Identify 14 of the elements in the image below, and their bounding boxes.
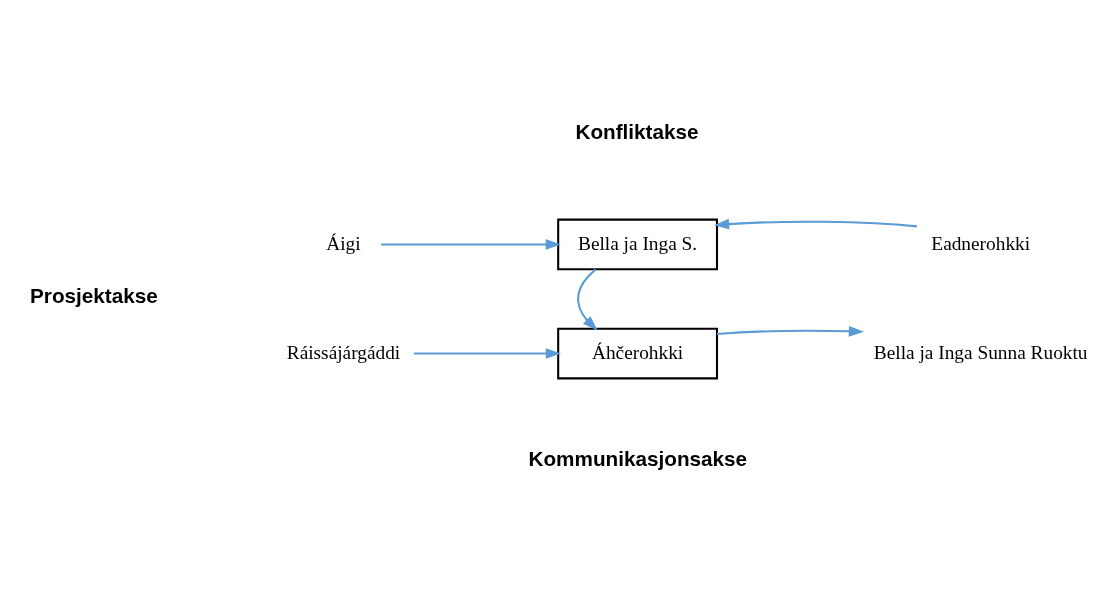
node-box: Áhčerohkki bbox=[557, 327, 718, 379]
label: Konfliktakse bbox=[575, 119, 699, 143]
node-text: Áigi bbox=[326, 232, 361, 254]
arrow bbox=[716, 325, 864, 337]
arrow bbox=[381, 238, 561, 250]
label: Kommunikasjonsakse bbox=[528, 446, 748, 470]
arrow bbox=[577, 268, 598, 331]
arrow bbox=[413, 347, 562, 359]
node-text: Bella ja Inga Sunna Ruoktu bbox=[873, 341, 1088, 363]
node-box: Bella ja Inga S. bbox=[557, 218, 718, 270]
node-text: Eadnerohkki bbox=[931, 232, 1031, 254]
label: Prosjektakse bbox=[30, 283, 158, 307]
node-text: Ráissájárgáddi bbox=[286, 341, 401, 363]
arrow bbox=[713, 218, 918, 229]
